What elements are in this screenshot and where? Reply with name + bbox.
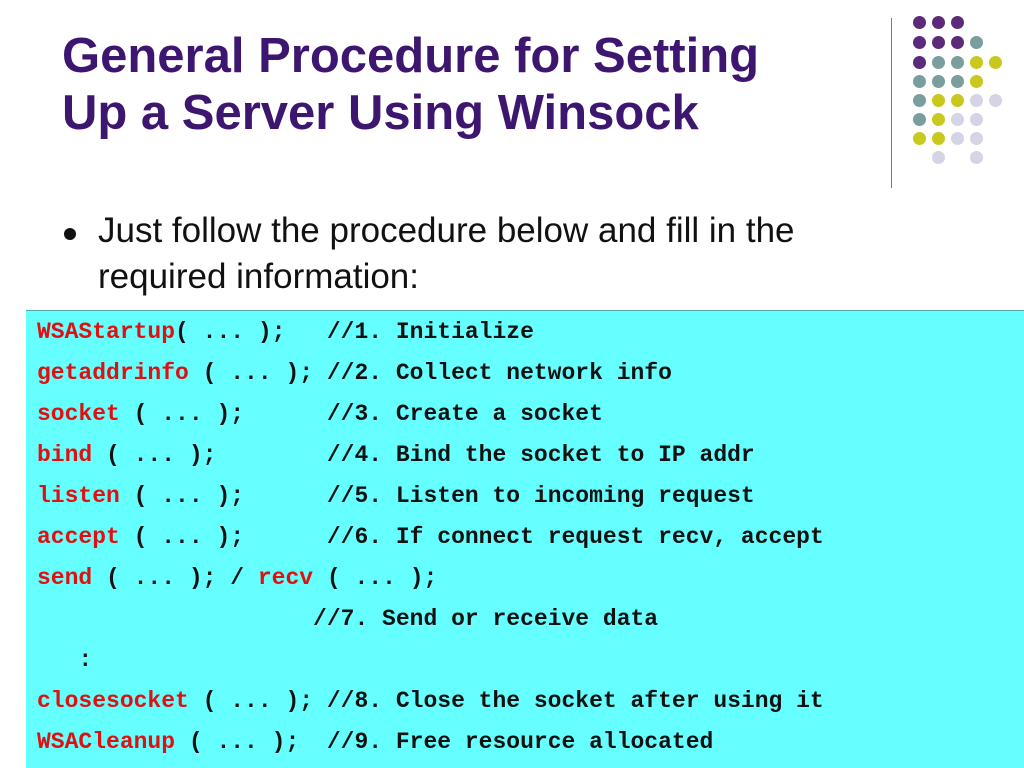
decor-dot <box>970 151 983 164</box>
code-keyword: getaddrinfo <box>37 360 189 386</box>
decor-dot <box>970 36 983 49</box>
decor-dot <box>970 56 983 69</box>
code-line-2: getaddrinfo ( ... ); //2. Collect networ… <box>37 353 672 394</box>
decor-dot <box>951 75 964 88</box>
decor-dot <box>951 56 964 69</box>
bullet-text-line-2: required information: <box>98 257 419 296</box>
decor-dot <box>989 56 1002 69</box>
code-line-3: socket ( ... ); //3. Create a socket <box>37 394 603 435</box>
decor-dot <box>970 113 983 126</box>
decor-dot <box>932 132 945 145</box>
code-line-6: accept ( ... ); //6. If connect request … <box>37 517 824 558</box>
code-line-11: WSACleanup ( ... ); //9. Free resource a… <box>37 722 713 763</box>
code-text: //7. Send or receive data <box>37 606 659 632</box>
decor-dot <box>951 94 964 107</box>
code-text: ( ... ); //3. Create a socket <box>119 401 603 427</box>
decor-dot <box>932 75 945 88</box>
bullet-text-line-1: Just follow the procedure below and fill… <box>98 211 795 250</box>
code-line-7: send ( ... ); / recv ( ... ); <box>37 558 437 599</box>
code-text: ( ... ); //8. Close the socket after usi… <box>188 688 824 714</box>
decor-dot <box>951 16 964 29</box>
slide-title-line-1: General Procedure for Setting <box>62 29 760 83</box>
decor-dot <box>932 151 945 164</box>
code-text: ( ... ); //2. Collect network info <box>188 360 672 386</box>
code-keyword: WSACleanup <box>37 729 176 755</box>
slide-title-line-2: Up a Server Using Winsock <box>62 86 699 140</box>
decor-dot <box>970 75 983 88</box>
code-line-5: listen ( ... ); //5. Listen to incoming … <box>37 476 755 517</box>
code-text: ( ... ); //1. Initialize <box>175 319 534 345</box>
code-text: : <box>37 647 93 673</box>
decor-dot <box>913 36 926 49</box>
code-keyword: send <box>37 565 93 591</box>
decor-dot <box>913 113 926 126</box>
code-line-8: //7. Send or receive data <box>37 599 658 640</box>
decor-dot <box>913 94 926 107</box>
code-text: ( ... ); / <box>92 565 258 591</box>
decor-dot <box>989 94 1002 107</box>
decor-dot <box>913 16 926 29</box>
code-keyword: socket <box>37 401 120 427</box>
code-keyword: bind <box>37 442 93 468</box>
decor-dot <box>951 36 964 49</box>
code-text: ( ... ); <box>313 565 438 591</box>
bullet-item: Just follow the procedure below and fill… <box>62 208 962 300</box>
decor-dot <box>913 132 926 145</box>
code-text: ( ... ); //5. Listen to incoming request <box>119 483 755 509</box>
bullet-dot-icon <box>64 228 76 240</box>
decor-dot <box>932 56 945 69</box>
decor-dot <box>951 113 964 126</box>
code-block: WSAStartup( ... ); //1. Initialize getad… <box>26 310 1024 768</box>
decor-dot <box>970 94 983 107</box>
decor-dot <box>970 132 983 145</box>
code-line-4: bind ( ... ); //4. Bind the socket to IP… <box>37 435 755 476</box>
code-text: ( ... ); //9. Free resource allocated <box>175 729 714 755</box>
code-line-9: : <box>37 640 92 681</box>
decor-dot <box>932 94 945 107</box>
code-keyword: listen <box>37 483 120 509</box>
code-text: ( ... ); //6. If connect request recv, a… <box>119 524 824 550</box>
code-text: ( ... ); //4. Bind the socket to IP addr <box>92 442 755 468</box>
decor-dot <box>913 75 926 88</box>
decor-dot <box>932 113 945 126</box>
slide-title: General Procedure for Setting Up a Serve… <box>62 28 872 142</box>
code-keyword: accept <box>37 524 120 550</box>
code-keyword: recv <box>257 565 314 591</box>
code-keyword: WSAStartup <box>37 319 176 345</box>
code-line-10: closesocket ( ... ); //8. Close the sock… <box>37 681 824 722</box>
decor-dot <box>932 16 945 29</box>
decor-dot <box>951 132 964 145</box>
code-keyword: closesocket <box>37 688 189 714</box>
decorative-divider <box>891 18 892 188</box>
decor-dot <box>913 56 926 69</box>
code-line-1: WSAStartup( ... ); //1. Initialize <box>37 312 534 353</box>
decor-dot <box>932 36 945 49</box>
